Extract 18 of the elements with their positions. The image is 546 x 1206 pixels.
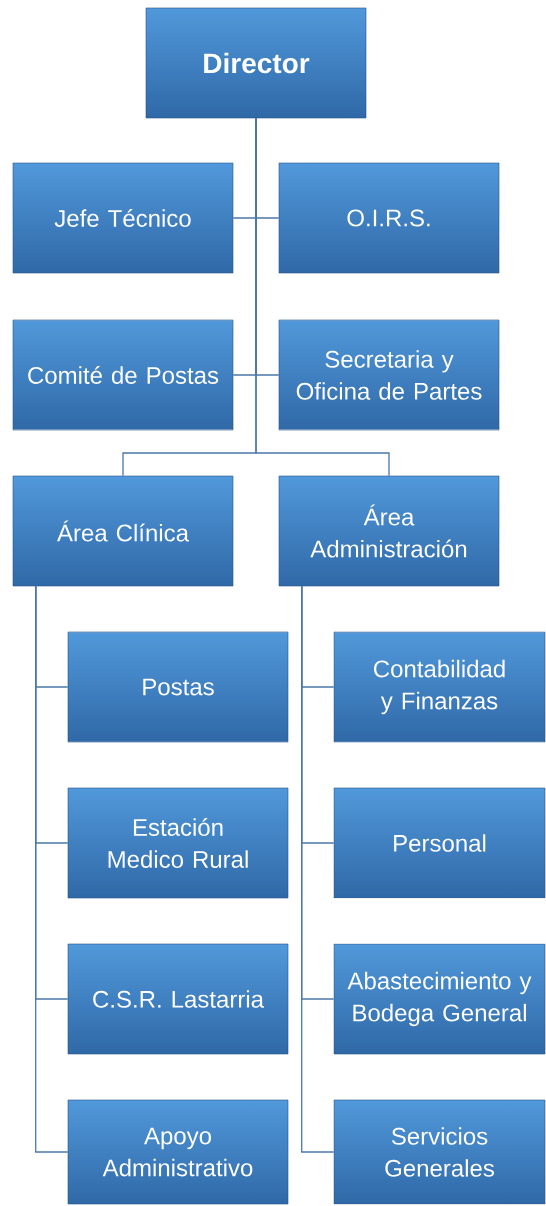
org-box: Postas bbox=[67, 631, 289, 743]
org-box: Contabilidad y Finanzas bbox=[333, 631, 546, 743]
connector-line bbox=[255, 117, 390, 477]
org-box: C.S.R. Lastarria bbox=[67, 943, 289, 1055]
org-box: Área Clínica bbox=[12, 475, 234, 587]
org-box: Secretaria y Oficina de Partes bbox=[278, 319, 500, 431]
org-box: Estación Medico Rural bbox=[67, 787, 289, 899]
org-box: Servicios Generales bbox=[333, 1099, 546, 1205]
org-box: Apoyo Administrativo bbox=[67, 1099, 289, 1205]
connector-line bbox=[301, 585, 335, 1153]
org-box: Abastecimiento y Bodega General bbox=[333, 943, 546, 1055]
org-box: Comité de Postas bbox=[12, 319, 234, 431]
org-box: O.I.R.S. bbox=[278, 162, 500, 274]
org-box: Director bbox=[145, 7, 367, 119]
connector-line bbox=[35, 585, 69, 1153]
org-box: Jefe Técnico bbox=[12, 162, 234, 274]
org-box: Personal bbox=[333, 787, 546, 899]
org-box: Área Administración bbox=[278, 475, 500, 587]
